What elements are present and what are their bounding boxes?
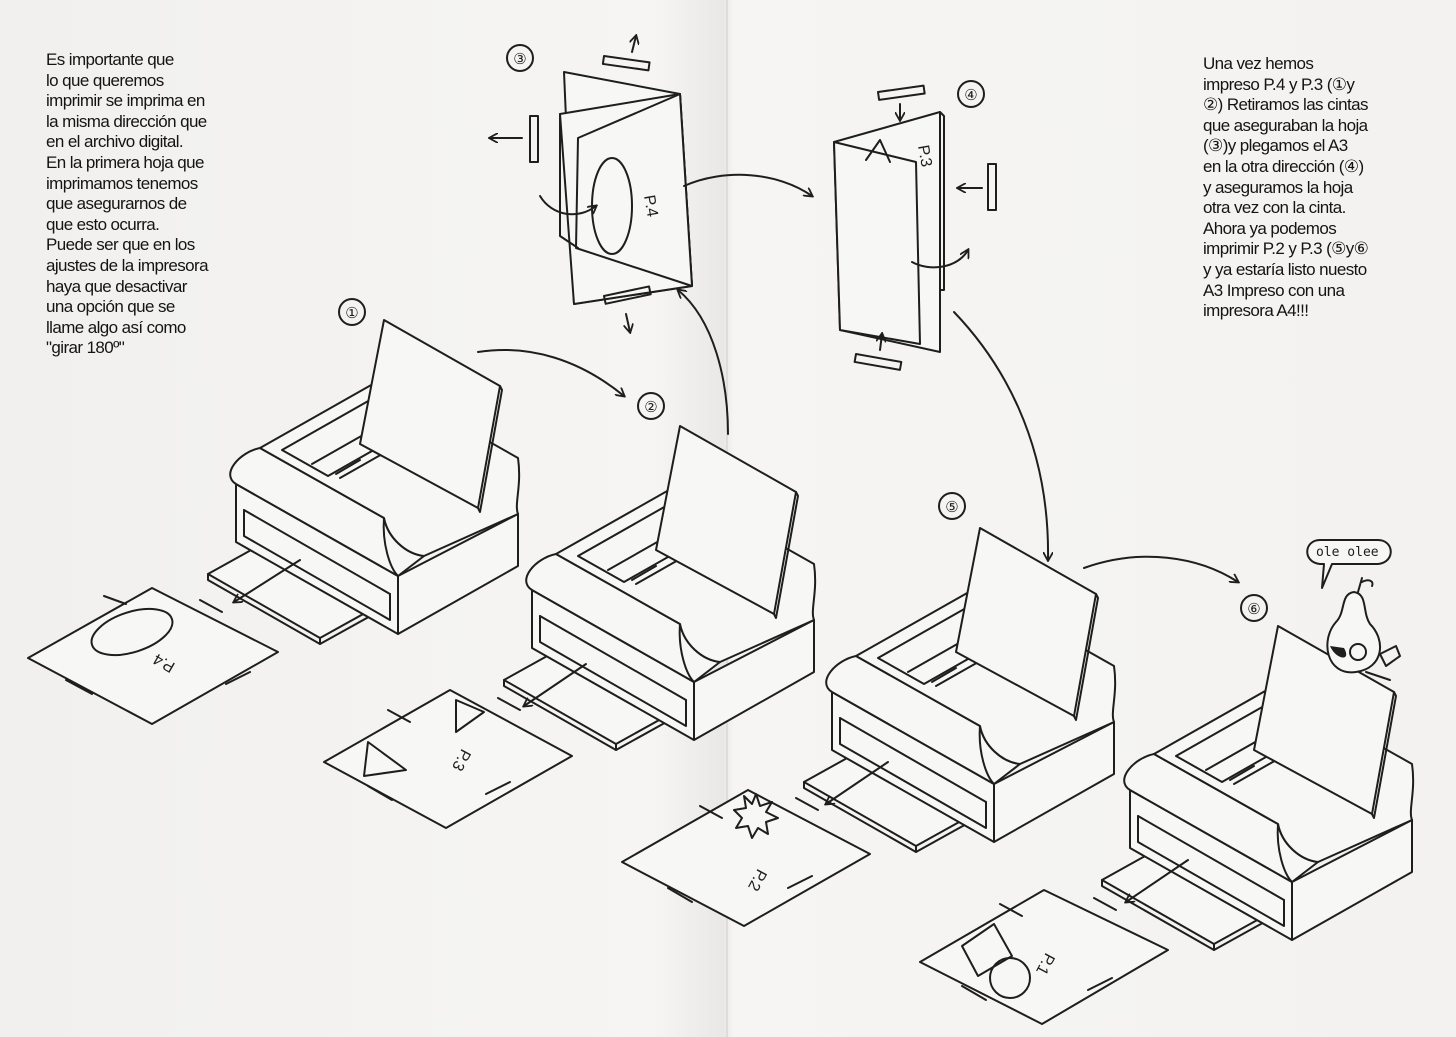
step-2-circle: [637, 392, 665, 420]
step-5-circle: [938, 492, 966, 520]
arrow-flow-5-6: [1083, 555, 1238, 582]
speech-bubble-text: ole olee: [1316, 545, 1379, 560]
folded-sheet-4-label: P.3: [914, 144, 935, 169]
step-number-3: ③: [513, 51, 526, 68]
right-instruction-text: Una vez hemos impreso P.4 y P.3 (①y ②) R…: [1203, 54, 1369, 321]
printer-5: [803, 527, 1117, 853]
step-number-2: ②: [644, 399, 657, 416]
arrow-flow-3-4: [683, 173, 812, 196]
arrow-flow-1-2: [477, 348, 624, 396]
pear-mascot: [1326, 577, 1401, 681]
arrow-flow-4-5: [953, 311, 1048, 560]
arrow-out-1: [234, 559, 301, 602]
arrow-flow-2-3: [678, 290, 729, 435]
step-number-5: ⑤: [945, 499, 958, 516]
speech-bubble: ole olee: [1306, 539, 1392, 589]
sheet-p3: P.3: [323, 689, 573, 829]
step-4-circle: [957, 80, 985, 108]
step-3-circle: [506, 44, 534, 72]
arrow-out-5: [826, 761, 889, 804]
folded-sheet-3-label: P.4: [640, 194, 661, 219]
folded-sheet-4: P.3: [833, 84, 997, 371]
folded-sheet-3: P.4: [490, 36, 693, 332]
arrow-out-6: [1126, 859, 1189, 902]
step-number-6: ⑥: [1247, 601, 1260, 618]
step-number-1: ①: [345, 305, 358, 322]
step-1-circle: [338, 298, 366, 326]
printer-1: [207, 319, 521, 645]
printer-2: [503, 425, 817, 751]
sheet-p1: P.1: [919, 889, 1169, 1025]
sheet-p4: P.4: [27, 587, 279, 725]
arrow-out-2: [524, 663, 587, 706]
step-6-circle: [1240, 594, 1268, 622]
sheet-p2: P.2: [621, 789, 871, 927]
printer-6: [1101, 625, 1415, 951]
step-number-4: ④: [964, 87, 977, 104]
left-instruction-text: Es importante que lo que queremos imprim…: [46, 50, 209, 358]
